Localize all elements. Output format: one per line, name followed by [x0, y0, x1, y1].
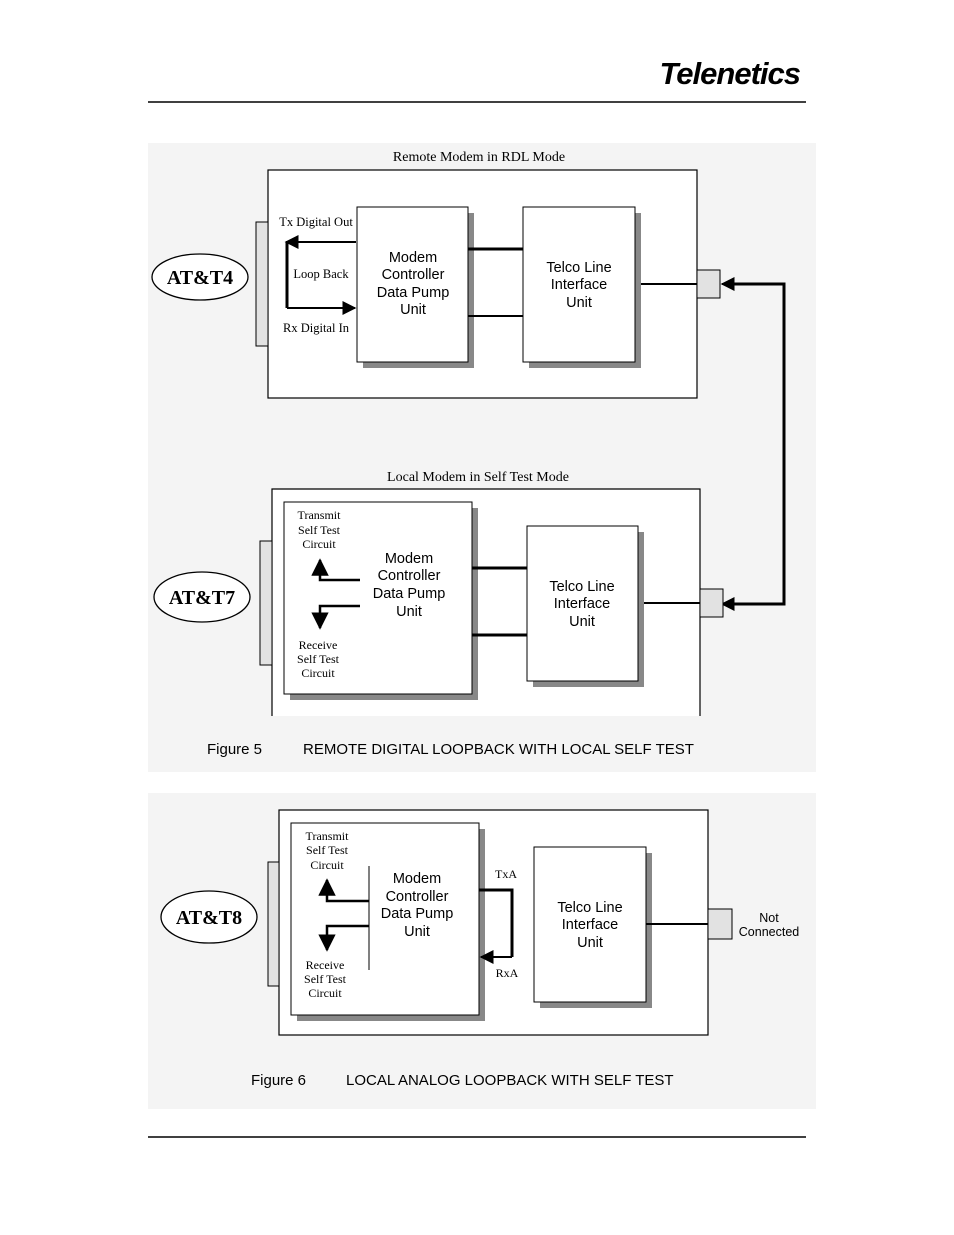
fig6-modem-label-2: Controller: [386, 889, 449, 905]
local-transmit-label-3: Circuit: [302, 537, 336, 551]
fig6-telco-box: [533, 846, 647, 1003]
local-left-connector: [259, 540, 273, 666]
local-transmit-arrow: [311, 558, 360, 582]
fig6-badge-oval: [160, 890, 258, 944]
local-modem-label-1: Modem: [385, 551, 433, 567]
remote-modem-title: Remote Modem in RDL Mode: [393, 150, 565, 165]
local-receive-label-2: Self Test: [297, 652, 340, 666]
local-transmit-label-1: Transmit: [298, 508, 342, 522]
local-telco-label-2: Interface: [554, 596, 610, 612]
figure5-caption-number: Figure 5: [207, 741, 262, 758]
fig6-receive-label-1: Receive: [306, 958, 345, 972]
local-receive-arrow: [311, 604, 360, 630]
local-line-jack: [699, 588, 724, 618]
fig6-telco-label-1: Telco Line: [557, 900, 622, 916]
figure5-caption-text: REMOTE DIGITAL LOOPBACK WITH LOCAL SELF …: [303, 741, 694, 758]
rxa-label: RxA: [496, 966, 519, 980]
fig6-badge: AT&T8: [176, 907, 242, 929]
remote-telco-label-2: Interface: [551, 277, 607, 293]
remote-modem-label-4: Unit: [400, 302, 426, 318]
local-badge-oval: [153, 571, 251, 623]
not-connected-label-2: Connected: [739, 925, 800, 939]
fig6-telco-label-3: Unit: [577, 935, 603, 951]
remote-line-jack: [696, 269, 721, 299]
local-transmit-label-2: Self Test: [298, 523, 341, 537]
local-modem-controller-box: [283, 501, 473, 695]
remote-telco-label-1: Telco Line: [546, 260, 611, 276]
fig6-modem-label-1: Modem: [393, 871, 441, 887]
fig6-modem-label-4: Unit: [404, 924, 430, 940]
txa-label: TxA: [495, 867, 517, 881]
local-telco-box: [526, 525, 639, 682]
rx-digital-in-label: Rx Digital In: [283, 321, 350, 335]
tx-digital-out-label: Tx Digital Out: [279, 215, 353, 229]
remote-modem-controller-box: [356, 206, 469, 363]
local-modem-label-2: Controller: [378, 568, 441, 584]
remote-telco-box: [522, 206, 636, 363]
telenetics-logo: Telenetics: [660, 56, 801, 91]
phone-line-connection: [724, 282, 786, 606]
remote-modem-label-2: Controller: [382, 267, 445, 283]
fig6-receive-label-2: Self Test: [304, 972, 347, 986]
fig6-left-connector: [267, 861, 280, 987]
remote-badge: AT&T4: [167, 267, 233, 289]
fig6-line-jack: [707, 908, 733, 940]
remote-badge-oval: [151, 253, 249, 301]
fig6-modem-label-3: Data Pump: [381, 906, 454, 922]
local-badge: AT&T7: [169, 587, 235, 609]
fig6-transmit-label-3: Circuit: [310, 858, 344, 872]
fig6-transmit-arrow: [318, 878, 369, 903]
fig6-modem-controller-box: [290, 822, 480, 1016]
loop-back-label: Loop Back: [293, 267, 349, 281]
not-connected-label-1: Not: [759, 911, 779, 925]
local-telco-label-3: Unit: [569, 614, 595, 630]
fig6-transmit-label-2: Self Test: [306, 843, 349, 857]
remote-left-connector: [255, 221, 269, 347]
local-modem-title: Local Modem in Self Test Mode: [387, 470, 569, 485]
local-receive-label-1: Receive: [299, 638, 338, 652]
local-modem-label-3: Data Pump: [373, 586, 446, 602]
figure6-caption-text: LOCAL ANALOG LOOPBACK WITH SELF TEST: [346, 1072, 674, 1089]
remote-modem-label-3: Data Pump: [377, 285, 450, 301]
analog-loop-line: [479, 888, 514, 957]
fig6-receive-arrow: [318, 924, 369, 952]
fig6-transmit-label-1: Transmit: [306, 829, 350, 843]
fig6-telco-label-2: Interface: [562, 917, 618, 933]
local-modem-label-4: Unit: [396, 604, 422, 620]
remote-telco-label-3: Unit: [566, 295, 592, 311]
fig6-receive-label-3: Circuit: [308, 986, 342, 1000]
local-receive-label-3: Circuit: [301, 666, 335, 680]
figure6-caption-number: Figure 6: [251, 1072, 306, 1089]
remote-modem-label-1: Modem: [389, 250, 437, 266]
local-telco-label-1: Telco Line: [549, 579, 614, 595]
